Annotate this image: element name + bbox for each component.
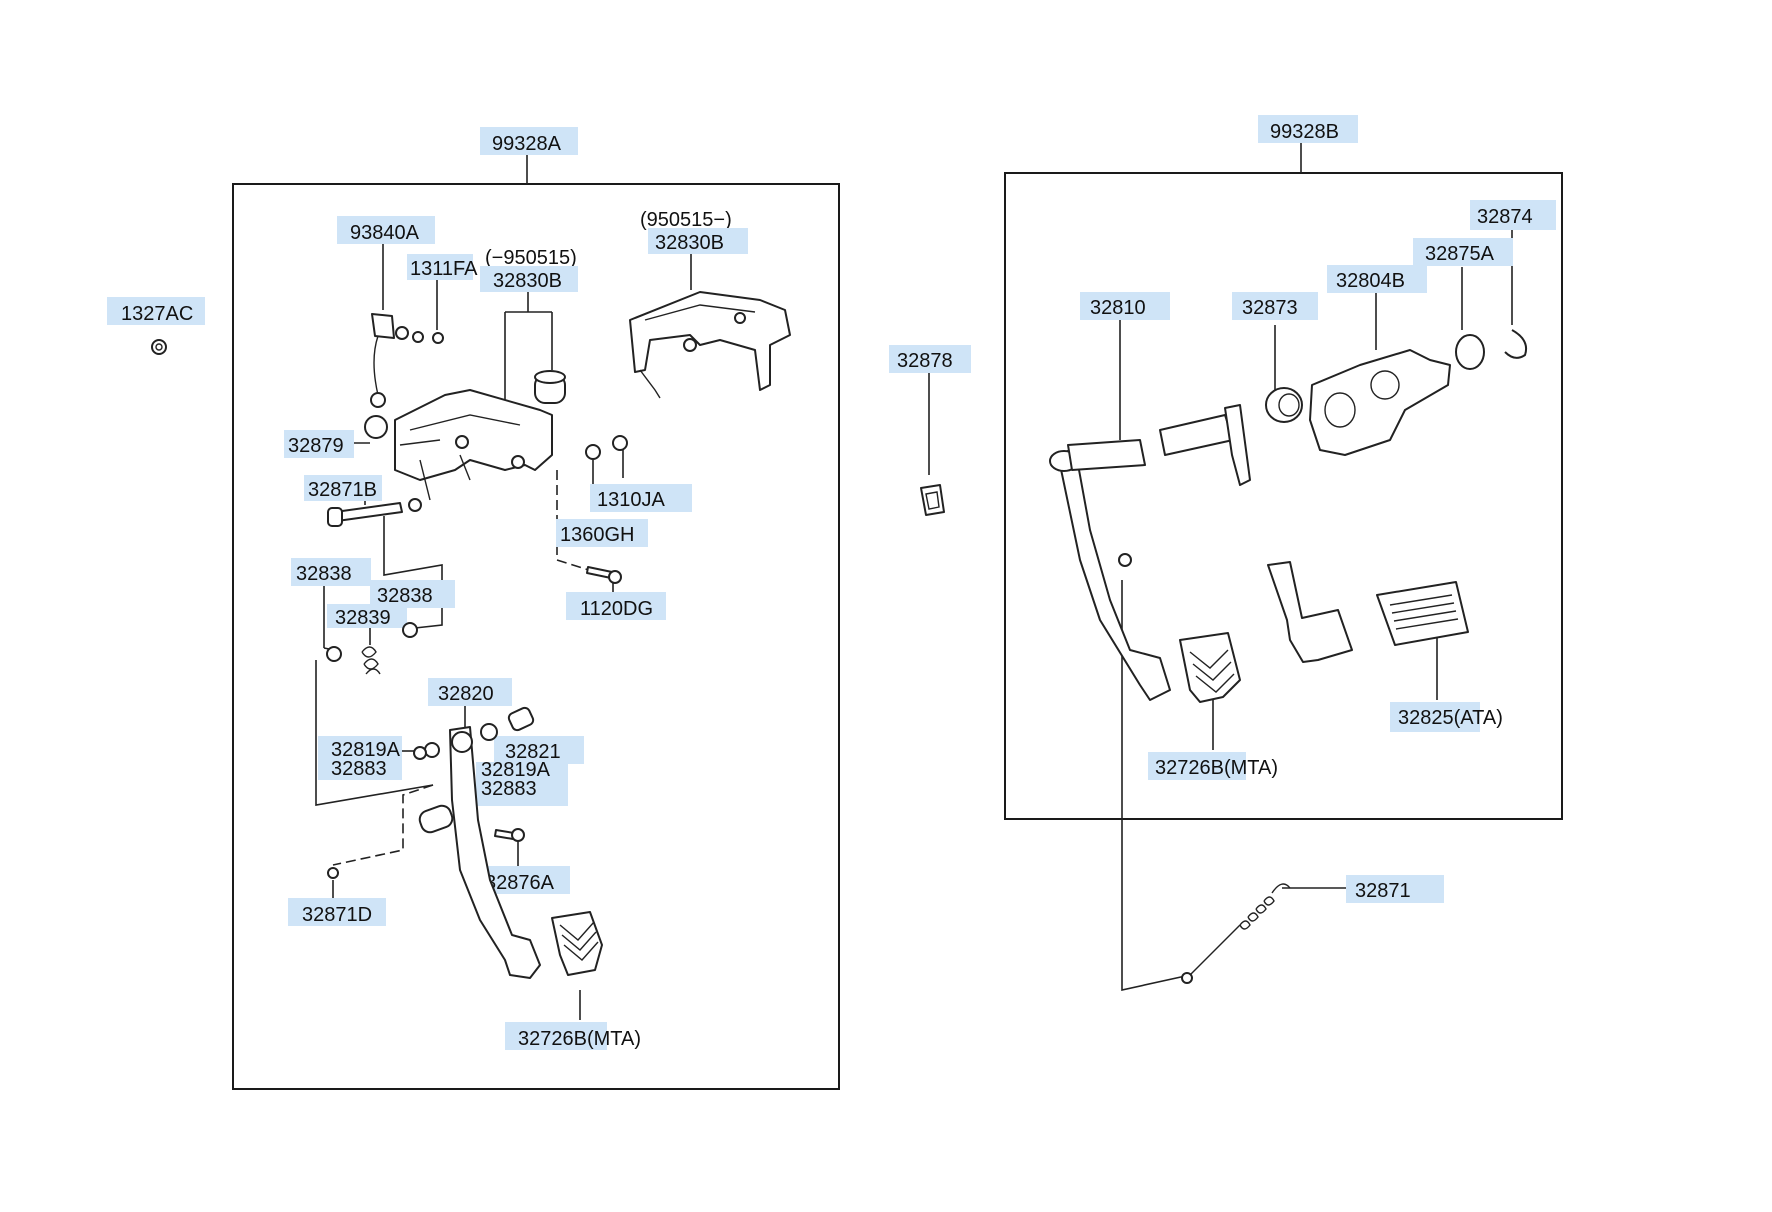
- assembly-frame-right: [1004, 172, 1563, 820]
- part-label-32838-left: 32838: [296, 563, 352, 585]
- part-label-32876A: 32876A: [485, 872, 555, 894]
- bracket-32830B-after-shape: [629, 291, 791, 391]
- part-label-32883-left: 32883: [331, 758, 387, 780]
- spring-seat-32838-shape: [326, 646, 342, 662]
- pedal-32820-shape: [449, 726, 541, 979]
- label-group: 99328A 99328B 1327AC 32878 93840A 1311FA…: [107, 115, 1556, 1050]
- part-label-1120DG: 1120DG: [580, 598, 653, 620]
- arm-32810-shape: [1057, 447, 1171, 701]
- pad-32825-shape: [1376, 581, 1469, 646]
- part-label-32871B: 32871B: [308, 479, 377, 501]
- part-label-1360GH: 1360GH: [560, 524, 635, 546]
- pad-32726B-left-shape: [551, 911, 603, 976]
- bracket-note-after: (950515−): [640, 209, 732, 231]
- nut-1310JA-shape: [612, 435, 628, 451]
- part-label-32874: 32874: [1477, 206, 1533, 228]
- part-drawings: [151, 291, 1528, 984]
- part-label-32838-right: 32838: [377, 585, 433, 607]
- spring-32839-shape: [361, 646, 381, 675]
- bracket-note-before: (−950515): [485, 247, 577, 269]
- part-label-1310JA: 1310JA: [597, 489, 665, 511]
- bracket-32830B-before-shape: [394, 389, 553, 481]
- part-label-32883-right: 32883: [481, 778, 537, 800]
- part-label-32804B: 32804B: [1336, 270, 1405, 292]
- assembly-frame-left: [232, 183, 840, 1090]
- part-label-32871D: 32871D: [302, 904, 372, 926]
- bolt-32871B-shape: [334, 502, 403, 522]
- part-label-1311FA: 1311FA: [410, 258, 478, 280]
- bushing-32879-shape: [364, 415, 388, 439]
- part-label-32726B-right: 32726B(MTA): [1155, 757, 1278, 779]
- part-label-32819A-left: 32819A: [331, 739, 401, 761]
- part-label-32830B-before: 32830B: [493, 270, 562, 292]
- washer-1360GH-shape: [585, 444, 601, 460]
- part-label-93840A: 93840A: [350, 222, 420, 244]
- assembly-code-right: 99328B: [1270, 121, 1339, 143]
- nut-1327AC-shape: [151, 339, 167, 355]
- member-32804B-shape: [1309, 349, 1451, 456]
- assembly-code-left: 99328A: [492, 133, 562, 155]
- part-label-32726B-left: 32726B(MTA): [518, 1028, 641, 1050]
- part-label-32875A: 32875A: [1425, 243, 1495, 265]
- return-spring-32871-shape: [1189, 924, 1241, 976]
- part-label-1327AC: 1327AC: [121, 303, 193, 325]
- part-label-32810: 32810: [1090, 297, 1146, 319]
- part-label-32819A-right: 32819A: [481, 759, 551, 781]
- stopper-32878-shape: [920, 484, 945, 516]
- bushing-32873-shape: [1265, 387, 1303, 423]
- part-label-32825: 32825(ATA): [1398, 707, 1503, 729]
- part-label-32830B-after: 32830B: [655, 232, 724, 254]
- part-label-32879: 32879: [288, 435, 344, 457]
- washer-32875A-shape: [1455, 334, 1485, 370]
- snap-ring-32874-shape: [1504, 329, 1528, 359]
- part-label-32839: 32839: [335, 607, 391, 629]
- part-label-32873: 32873: [1242, 297, 1298, 319]
- part-label-32820: 32820: [438, 683, 494, 705]
- part-label-32878: 32878: [897, 350, 953, 372]
- clip-32871D-shape: [327, 867, 339, 879]
- part-label-32871: 32871: [1355, 880, 1411, 902]
- switch-93840A-shape: [371, 313, 395, 339]
- part-label-32821: 32821: [505, 741, 561, 763]
